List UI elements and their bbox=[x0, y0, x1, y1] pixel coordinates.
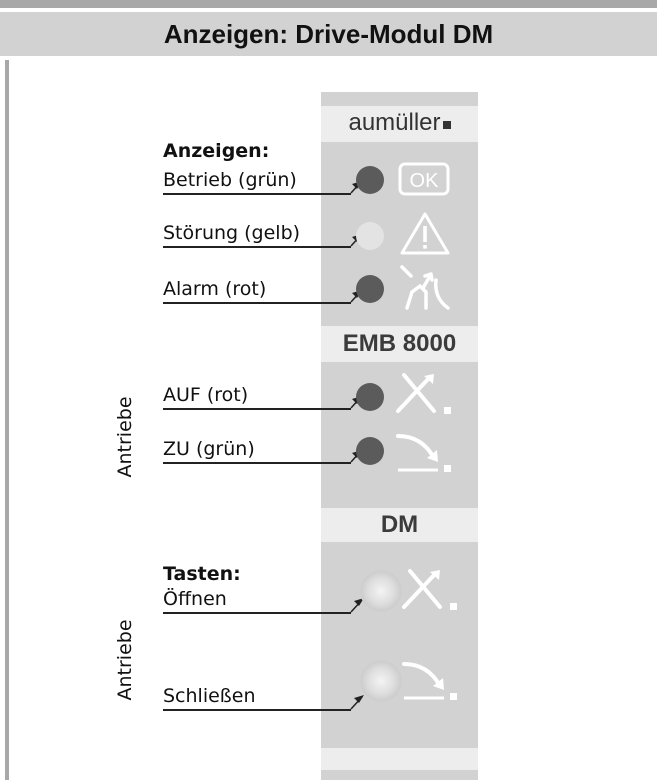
top-rule bbox=[0, 0, 657, 8]
button-panel bbox=[321, 542, 478, 748]
logo-square-icon bbox=[442, 121, 451, 129]
leader-line-zu bbox=[163, 462, 351, 464]
led-alarm bbox=[356, 275, 384, 303]
panel-bottom-strip bbox=[321, 770, 478, 780]
buttons-heading: Tasten: bbox=[163, 563, 241, 585]
label-betrieb: Betrieb (grün) bbox=[163, 169, 297, 191]
label-schliessen: Schließen bbox=[163, 685, 256, 707]
page-title: Anzeigen: Drive-Modul DM bbox=[0, 12, 657, 56]
model-band: EMB 8000 bbox=[321, 326, 478, 362]
window-open-icon-auf bbox=[394, 371, 454, 419]
led-betrieb bbox=[356, 166, 384, 194]
leader-line-stoerung bbox=[163, 246, 351, 248]
warning-icon bbox=[399, 210, 451, 256]
panel-bottom-band bbox=[321, 748, 478, 770]
panel-top-strip bbox=[321, 92, 478, 106]
leader-line-alarm bbox=[163, 302, 351, 304]
label-auf: AUF (rot) bbox=[163, 384, 249, 406]
window-close-icon-zu bbox=[394, 428, 454, 476]
led-auf bbox=[356, 383, 384, 411]
open-push-button[interactable] bbox=[360, 570, 402, 612]
label-alarm: Alarm (rot) bbox=[163, 278, 267, 300]
led-zu bbox=[356, 437, 384, 465]
label-oeffnen: Öffnen bbox=[163, 588, 227, 610]
window-close-icon-button bbox=[400, 656, 460, 706]
smoke-alarm-icon bbox=[398, 264, 454, 312]
left-margin-rule bbox=[5, 60, 9, 780]
indicators-heading: Anzeigen: bbox=[163, 140, 270, 162]
leader-line-auf bbox=[163, 408, 351, 410]
close-push-button[interactable] bbox=[360, 660, 402, 702]
label-zu: ZU (grün) bbox=[163, 438, 255, 460]
module-band: DM bbox=[321, 508, 478, 542]
ok-icon: OK bbox=[398, 162, 450, 196]
leader-line-oeffnen bbox=[163, 612, 351, 614]
leader-line-schliessen bbox=[163, 709, 351, 711]
led-stoerung bbox=[356, 222, 384, 250]
leader-line-betrieb bbox=[163, 193, 351, 195]
ok-icon-text: OK bbox=[410, 170, 440, 192]
window-open-icon-button bbox=[400, 565, 460, 615]
brand-logo: aumüller bbox=[321, 106, 478, 142]
brand-name: aumüller bbox=[348, 109, 441, 136]
label-stoerung: Störung (gelb) bbox=[163, 222, 301, 244]
